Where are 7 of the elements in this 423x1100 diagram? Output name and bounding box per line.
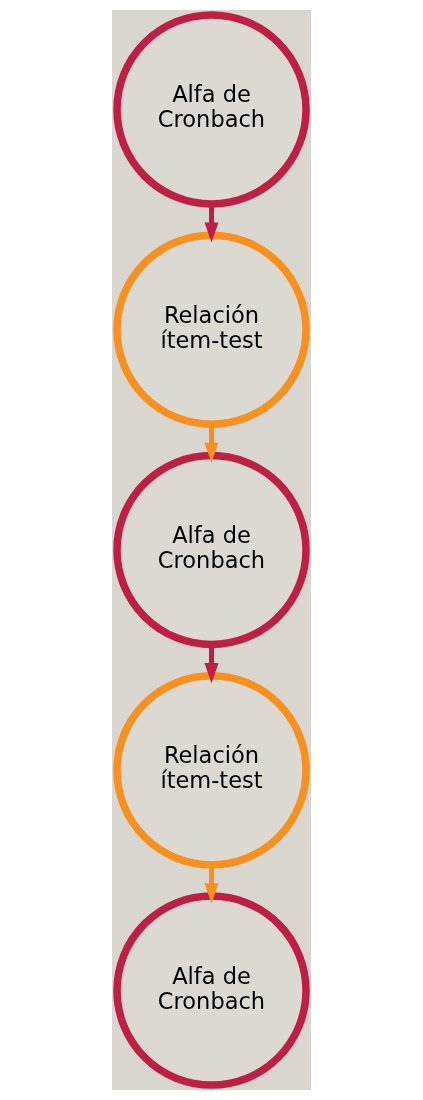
node-circle: Alfa de Cronbach [113,892,310,1089]
node-circle: Alfa de Cronbach [113,11,310,208]
node-circle: Alfa de Cronbach [113,451,310,649]
arrow [204,424,219,463]
node-circle: Relación ítem-test [113,231,310,428]
arrow [204,204,219,243]
node-circle: Relación ítem-test [113,672,310,869]
